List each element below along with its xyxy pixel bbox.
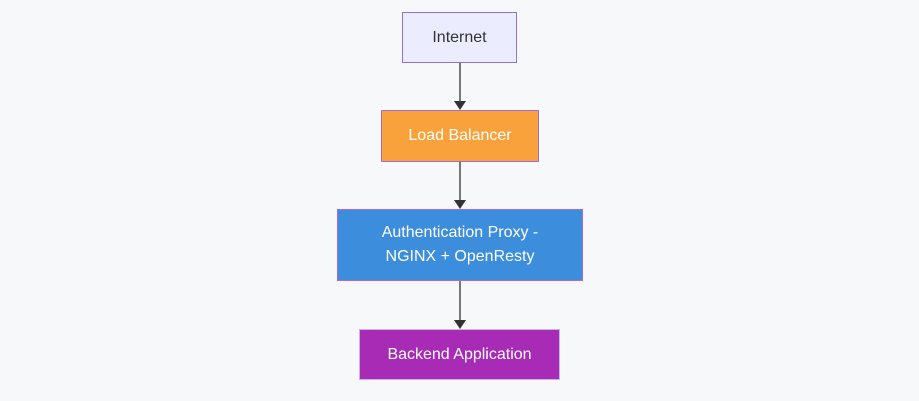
node-internet: Internet bbox=[402, 12, 517, 63]
node-internet-label: Internet bbox=[432, 28, 487, 46]
edge-auth-proxy-to-backend bbox=[454, 281, 466, 329]
node-backend-application-label: Backend Application bbox=[387, 345, 532, 363]
edge-internet-to-load-balancer bbox=[454, 63, 466, 110]
edge-load-balancer-to-auth-proxy bbox=[454, 162, 466, 209]
arrowhead-down-icon bbox=[454, 101, 466, 110]
node-backend-application: Backend Application bbox=[359, 329, 560, 380]
edge-line bbox=[459, 63, 461, 101]
node-load-balancer: Load Balancer bbox=[381, 110, 539, 162]
node-load-balancer-label: Load Balancer bbox=[408, 127, 512, 144]
edge-line bbox=[459, 162, 461, 200]
arrowhead-down-icon bbox=[454, 200, 466, 209]
edge-line bbox=[459, 281, 461, 320]
arrowhead-down-icon bbox=[454, 320, 466, 329]
node-auth-proxy-label: Authentication Proxy - NGINX + OpenResty bbox=[381, 224, 539, 265]
node-auth-proxy: Authentication Proxy - NGINX + OpenResty bbox=[337, 209, 583, 281]
